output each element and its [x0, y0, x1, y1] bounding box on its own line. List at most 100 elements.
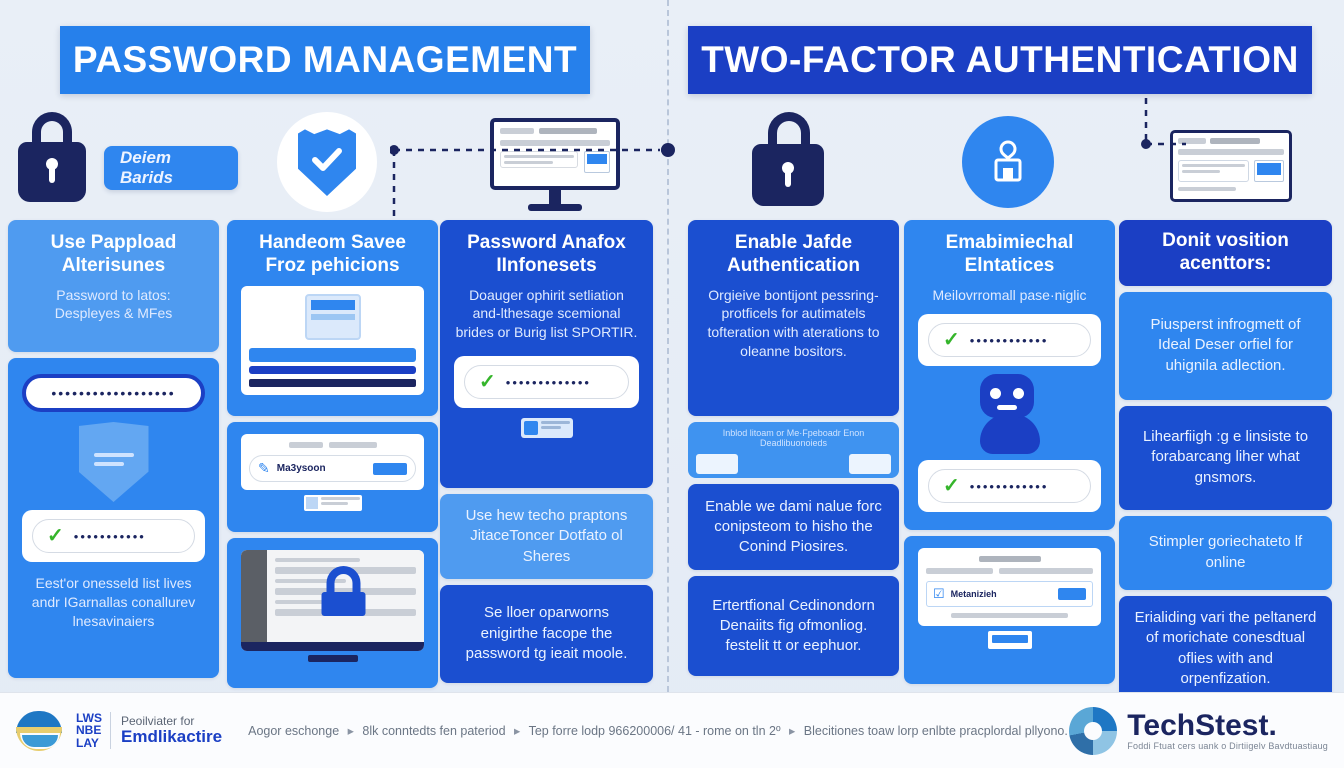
browser-window-illustration [1170, 130, 1292, 202]
padlock-icon [18, 112, 86, 204]
id-card-icon [520, 418, 573, 439]
footer-link-1[interactable]: Aogor eschonge [248, 724, 340, 738]
verified-row: ✓ •••••••••••• [928, 469, 1091, 504]
card-caption: Eest'or onesseld list lives andr IGarnal… [31, 575, 196, 629]
footer-org-logo: LWS NBE LAY Peoilviater for Emdlikactire [14, 709, 222, 753]
card-banner-image[interactable]: Inblod litoam or Me·Fpeboadr Enon Deadli… [688, 422, 899, 478]
mark-line-1: LWS [76, 710, 102, 725]
brand-tagline: Foddi Ftuat cers uank o Dirtiigelv Bavdt… [1127, 740, 1328, 751]
card-password-demo[interactable]: •••••••••••••••••• ✓ ••••••••••• [8, 358, 219, 678]
brand-name: TechStest. [1127, 708, 1277, 742]
generator-screenshot [241, 285, 424, 395]
card-intro[interactable]: Use Pappload Alterisunes Password to lat… [8, 220, 219, 352]
page-footer: LWS NBE LAY Peoilviater for Emdlikactire… [0, 692, 1344, 768]
card-note-text: Lihearfiigh :g e linsiste to forabarcang… [1142, 428, 1309, 486]
password-input-field[interactable]: •••••••••••••••••• [22, 374, 205, 412]
card-note[interactable]: Enable we dami nalue forc conipsteom to … [688, 484, 899, 570]
card-note[interactable]: Lihearfiigh :g e linsiste to forabarcang… [1119, 405, 1332, 510]
footer-link-3[interactable]: Tep forre lodp 966200006/ 41 - rome on t… [528, 724, 781, 738]
swirl-logo-icon [14, 709, 66, 753]
generator-strip [249, 347, 416, 362]
check-icon: ✓ [943, 329, 960, 352]
card-title: Enable Jafde Authentication [727, 232, 860, 276]
footer-org-name: Peoilviater for Emdlikactire [121, 714, 222, 747]
chevron-right-icon: ▸ [347, 724, 354, 738]
card-verification-preview[interactable]: ☑ Metanizieh [904, 536, 1115, 684]
left-hero-group: Deiem Barids [18, 104, 238, 208]
form-label: Ma3ysoon [276, 463, 326, 474]
brand-badge: Deiem Barids [104, 146, 238, 190]
chevron-right-icon: ▸ [789, 724, 796, 738]
footer-link-2[interactable]: 8lk conntedts fen pateriod [362, 724, 506, 738]
shield-check-icon [277, 112, 377, 212]
card-body: Orgieive bontijont pessring-protficels f… [707, 286, 880, 360]
card-title: Use Pappload Alterisunes [50, 232, 177, 276]
mark-line-3: LAY [76, 735, 99, 750]
banner-caption: Inblod litoam or Me·Fpeboadr Enon Deadli… [722, 428, 865, 448]
card-body-block[interactable]: Piusperst infrogmett of Ideal Deser orfi… [1119, 291, 1332, 400]
card-note-text: Enable we dami nalue forc conipsteom to … [705, 497, 882, 556]
fingerprint-auth-icon [962, 116, 1054, 208]
card-note-secondary[interactable]: Stimpler goriechateto lf online [1119, 515, 1332, 590]
check-icon: ✓ [479, 371, 496, 394]
card-laptop-preview[interactable] [227, 538, 438, 688]
card-footer-note[interactable]: Se lloer oparworns enigirthe facope the … [440, 584, 653, 683]
card-form-preview[interactable]: ✎ Ma3ysoon [227, 422, 438, 532]
column-mechanical-entities: Emabimiechal Elntatices Meilovrromall pa… [904, 220, 1115, 684]
verification-label: Metanizieh [950, 589, 997, 599]
card-mechanical-entities[interactable]: Emabimiechal Elntatices Meilovrromall pa… [904, 220, 1115, 530]
card-footer-text: Se lloer oparworns enigirthe facope the … [465, 604, 628, 662]
card-enable-auth[interactable]: Enable Jafde Authentication Orgieive bon… [688, 220, 899, 416]
pen-icon: ✎ [258, 460, 270, 476]
content-columns: Use Pappload Alterisunes Password to lat… [0, 220, 1344, 702]
verified-row: ✓ •••••••••••• [928, 323, 1091, 358]
org-line-1: Peoilviater for [121, 713, 195, 728]
column-random-generator: Handeom Savee Froz pehicions [227, 220, 438, 688]
card-title: Emabimiechal Elntatices [945, 232, 1074, 276]
card-body: Meilovrromall pase·niglic [932, 286, 1087, 303]
right-section-header: TWO-FACTOR AUTHENTICATION [688, 26, 1312, 94]
card-title: Handeom Savee Froz pehicions [259, 232, 406, 276]
card-dont-position-header[interactable]: Donit vosition acenttors: [1119, 220, 1332, 286]
pie-logo-icon [1069, 706, 1118, 755]
verified-password-box: ✓ ••••••••••••• [454, 356, 639, 409]
auth-key-glyph [994, 140, 1022, 182]
robot-icon [918, 374, 1101, 455]
check-box-icon: ☑ [933, 586, 945, 601]
verified-password-box-2: ✓ •••••••••••• [918, 460, 1101, 513]
lock-icon-small [321, 566, 365, 616]
card-body-text: Piusperst infrogmett of Ideal Deser orfi… [1150, 316, 1301, 374]
right-connector-line [1141, 98, 1186, 149]
footer-org-mark: LWS NBE LAY [76, 712, 111, 750]
left-connector-line [390, 145, 671, 222]
verified-password-box-1: ✓ •••••••••••• [918, 314, 1101, 367]
card-note2-text: Stimpler goriechateto lf online [1148, 533, 1303, 571]
form-screenshot: ✎ Ma3ysoon [241, 434, 424, 490]
card-body: Doauger ophirit setliation and-lthesage … [455, 286, 638, 341]
check-icon: ✓ [47, 525, 64, 547]
shield-badge-small [22, 422, 205, 502]
card-body: Password to latos: Despleyes & MFes [54, 286, 173, 322]
card-random-generator[interactable]: Handeom Savee Froz pehicions [227, 220, 438, 416]
org-line-2: Emdlikactire [121, 727, 223, 747]
footer-link-4[interactable]: Blecitiones toaw lorp enlbte pracplordal… [803, 724, 1068, 738]
left-header-title: PASSWORD MANAGEMENT [72, 39, 578, 80]
verified-password-box: ✓ ••••••••••• [22, 510, 205, 562]
verified-row: ✓ ••••••••••••• [464, 365, 629, 400]
card-footer-note[interactable]: Erialiding vari the peltanerd of moricha… [1119, 595, 1332, 702]
card-note[interactable]: Use hew techo praptons JitaceToncer Dotf… [440, 494, 653, 579]
column-password-analysis: Password Anafox IInfonesets Doauger ophi… [440, 220, 653, 683]
card-password-analysis[interactable]: Password Anafox IInfonesets Doauger ophi… [440, 220, 653, 488]
verification-screenshot: ☑ Metanizieh [918, 548, 1101, 626]
laptop-illustration [241, 550, 424, 651]
verified-row: ✓ ••••••••••• [32, 519, 195, 553]
right-header-title: TWO-FACTOR AUTHENTICATION [701, 39, 1299, 80]
card-note-text: Use hew techo praptons JitaceToncer Dotf… [465, 507, 628, 565]
card-footer-text: Erialiding vari the peltanerd of moricha… [1134, 609, 1317, 687]
card-footer-note[interactable]: Ertertfional Cedinondorn Denaiits fig of… [688, 576, 899, 676]
section-divider [667, 0, 669, 692]
card-footer-text: Ertertfional Cedinondorn Denaiits fig of… [712, 596, 875, 655]
card-title: Password Anafox IInfonesets [467, 232, 626, 276]
padlock-icon-secondary [752, 112, 824, 208]
